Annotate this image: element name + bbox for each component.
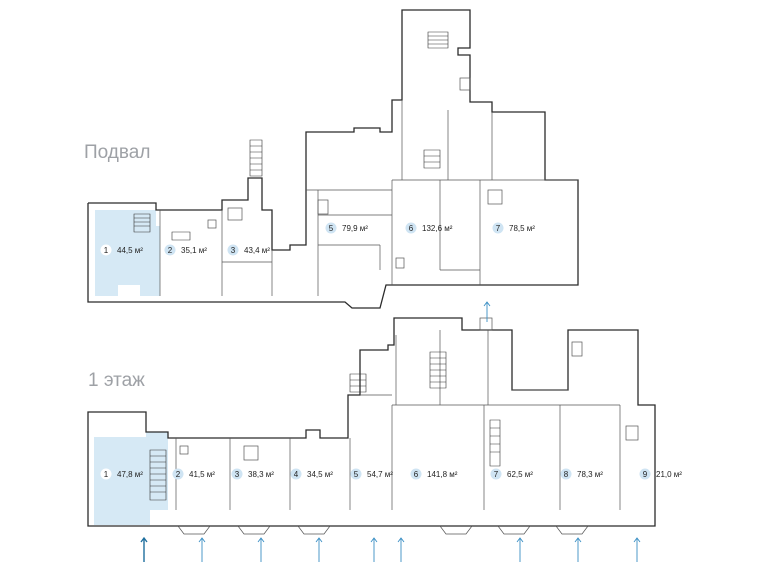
room-number: 4 [294, 470, 299, 479]
first-floor-fixtures [179, 317, 639, 461]
room-number: 7 [496, 224, 501, 233]
basement-outer-wall [87, 9, 579, 309]
room-area: 47,8 м² [117, 470, 143, 479]
room-number: 5 [354, 470, 359, 479]
basement-inner-walls [159, 100, 578, 296]
entrance-arrow-icon [370, 537, 378, 562]
basement-room-1-highlight[interactable] [95, 210, 160, 296]
entrance-arrow-icon [140, 536, 148, 562]
room-number-badge [164, 244, 176, 256]
room-area: 38,3 м² [248, 470, 274, 479]
room-number-badge [560, 468, 572, 480]
room-area: 78,3 м² [577, 470, 603, 479]
room-number: 1 [104, 470, 109, 479]
room-area: 35,1 м² [181, 246, 207, 255]
room-number-badge [100, 244, 112, 256]
room-number-badge [492, 222, 504, 234]
first-floor-inner-walls [175, 330, 621, 510]
room-number-badge [639, 468, 651, 480]
room-number-badge [350, 468, 362, 480]
room-number-badge [410, 468, 422, 480]
room-area: 21,0 м² [656, 470, 682, 479]
room-number: 3 [235, 470, 240, 479]
room-number: 1 [104, 246, 109, 255]
basement-floor-label: Подвал [84, 142, 150, 163]
room-number-badge [490, 468, 502, 480]
room-number-badge [172, 468, 184, 480]
room-area: 43,4 м² [244, 246, 270, 255]
room-number-badge [231, 468, 243, 480]
entrance-arrow-icon [257, 537, 265, 562]
room-number: 3 [231, 246, 236, 255]
entrance-arrow-icon [633, 537, 641, 562]
room-area: 44,5 м² [117, 246, 143, 255]
first-floor-room-labels: 1 47,8 м² 2 41,5 м² 3 38,3 м² 4 34,5 м² 5 54,7 м²… [100, 468, 682, 480]
room-number-badge [100, 468, 112, 480]
room-number: 9 [643, 470, 648, 479]
room-area: 54,7 м² [367, 470, 393, 479]
basement-room-labels: 1 44,5 м² 2 35,1 м² 3 43,4 м² 5 79,9 м² 6 132,6 м… [100, 222, 535, 256]
room-area: 34,5 м² [307, 470, 333, 479]
entrance-arrow-icon [397, 537, 405, 562]
basement-stairs [133, 31, 449, 241]
entrance-arrow-icon [315, 537, 323, 562]
room-number: 8 [564, 470, 569, 479]
room-number-badge [227, 244, 239, 256]
basement-fixtures [207, 77, 503, 269]
entrance-arrow-icon [516, 537, 524, 562]
first-floor-room-1-highlight[interactable] [94, 432, 168, 525]
room-number: 2 [176, 470, 181, 479]
first-floor-bay-windows [177, 525, 589, 535]
entrance-arrows [140, 301, 641, 562]
first-floor-outer-wall [87, 317, 656, 527]
room-number-badge [290, 468, 302, 480]
room-number-badge [325, 222, 337, 234]
room-area: 79,9 м² [342, 224, 368, 233]
first-floor-label: 1 этаж [88, 370, 145, 391]
room-area: 78,5 м² [509, 224, 535, 233]
room-number: 6 [414, 470, 419, 479]
room-area: 132,6 м² [422, 224, 453, 233]
entrance-arrow-icon [574, 537, 582, 562]
room-number: 5 [329, 224, 334, 233]
room-area: 41,5 м² [189, 470, 215, 479]
room-number: 6 [409, 224, 414, 233]
entrance-arrow-icon [198, 537, 206, 562]
room-number: 2 [168, 246, 173, 255]
basement-plan: Подвал 1 44,5 м² 2 35,1 м² 3 43,4 м² 5 79,9 м² 6… [84, 9, 579, 309]
room-number-badge [405, 222, 417, 234]
room-area: 62,5 м² [507, 470, 533, 479]
room-area: 141,8 м² [427, 470, 458, 479]
first-floor-stairs [149, 351, 501, 501]
room-number: 7 [494, 470, 499, 479]
entrance-arrow-icon [483, 301, 491, 322]
